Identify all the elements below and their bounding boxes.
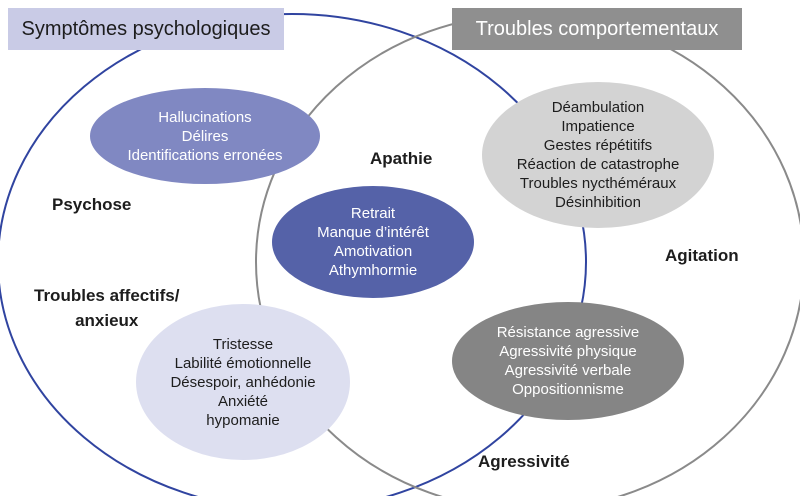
list-item: Délires [181,127,229,145]
label-line: Troubles affectifs/ [34,286,180,305]
label-line: anxieux [75,311,139,330]
apathie-ellipse: Retrait Manque d’intérêt Amotivation Ath… [272,186,474,298]
list-item: Retrait [350,205,396,222]
label-troubles-affectifs: Troubles affectifs/ anxieux [34,283,179,333]
list-item: Désespoir, anhédonie [170,373,316,391]
list-item: Oppositionnisme [512,381,624,398]
list-item: Manque d’intérêt [317,224,429,241]
agitation-ellipse: Déambulation Impatience Gestes répétitif… [482,82,714,228]
list-item: Gestes répétitifs [543,137,653,154]
header-psychological-symptoms: Symptômes psychologiques [8,8,284,50]
agressivite-ellipse: Résistance agressive Agressivité physiqu… [452,302,684,420]
list-item: Désinhibition [555,194,641,211]
list-item: Labilité émotionnelle [174,354,312,372]
list-item: Réaction de catastrophe [516,156,680,173]
list-item: Hallucinations [158,108,252,126]
left-circle [0,13,587,496]
list-item: Tristesse [212,335,274,353]
list-item: Identifications erronées [127,146,283,164]
list-item: Agressivité physique [499,343,637,360]
list-item: Anxiété [217,392,269,410]
label-psychose: Psychose [52,195,132,214]
list-item: Troubles nycthéméraux [519,175,677,192]
list-item: Amotivation [333,243,413,260]
label-agitation: Agitation [665,246,739,265]
label-apathie: Apathie [370,149,433,168]
list-item: hypomanie [206,411,280,429]
list-item: Agressivité verbale [504,362,632,379]
list-item: Déambulation [551,99,645,116]
psychose-ellipse: Hallucinations Délires Identifications e… [90,88,320,184]
header-behavioral-disorders: Troubles comportementaux [452,8,742,50]
list-item: Résistance agressive [496,324,640,341]
list-item: Athymhormie [328,262,418,279]
list-item: Impatience [561,118,635,135]
label-agressivite: Agressivité [478,452,570,471]
affectifs-ellipse: Tristesse Labilité émotionnelle Désespoi… [136,304,350,460]
